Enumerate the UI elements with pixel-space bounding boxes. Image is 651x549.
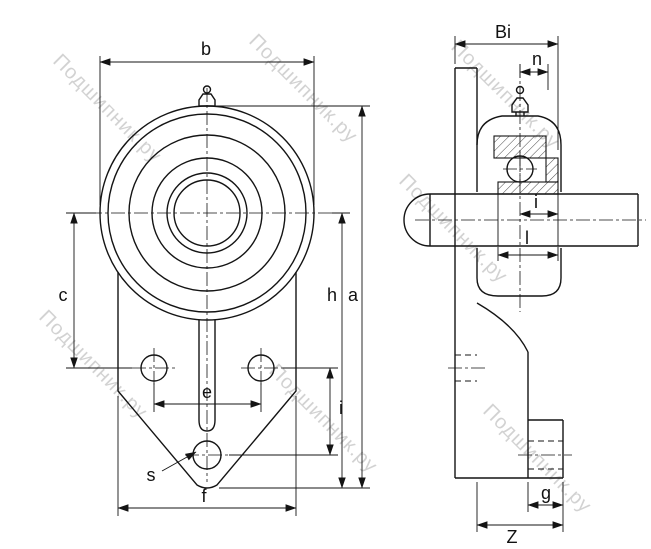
flange-outline bbox=[117, 272, 297, 489]
dim-label-b: b bbox=[201, 39, 211, 59]
housing-cap-lower bbox=[476, 248, 562, 297]
dim-f-extension bbox=[117, 396, 297, 516]
watermark-text: Подшипник.ру bbox=[264, 360, 382, 478]
side-view: Bi n i l g Z bbox=[403, 22, 646, 547]
bearing-seat-circle bbox=[128, 134, 286, 292]
housing-step-circle bbox=[107, 113, 307, 313]
dim-label-s: s bbox=[147, 465, 156, 485]
dim-label-e: e bbox=[202, 382, 212, 402]
bolt-hole-left-centerlines bbox=[132, 348, 176, 388]
bore-chamfer-circle bbox=[166, 172, 248, 254]
shaft-end-arc bbox=[403, 193, 431, 247]
support-rib bbox=[476, 302, 529, 353]
plate-hidden-hole bbox=[455, 354, 477, 382]
front-view: b c h a e i s f bbox=[59, 39, 370, 516]
grease-nipple-ball-side bbox=[515, 85, 525, 95]
watermark-text: Подшипник.ру bbox=[244, 30, 362, 148]
bore-circle bbox=[173, 179, 241, 247]
bottom-boss bbox=[527, 352, 564, 478]
inner-ring-collar bbox=[545, 157, 559, 183]
inner-ring-section bbox=[497, 181, 559, 195]
dim-label-h: h bbox=[327, 285, 337, 305]
dim-label-f: f bbox=[201, 486, 207, 506]
center-rib bbox=[198, 320, 216, 432]
watermark-text: Подшипник.ру bbox=[394, 170, 512, 288]
inner-ring-circle bbox=[151, 157, 263, 269]
bottom-boss-hidden-hole bbox=[528, 440, 563, 470]
dim-label-Z: Z bbox=[507, 527, 518, 547]
watermark-text: Подшипник.ру bbox=[48, 50, 166, 168]
watermark-text: Подшипник.ру bbox=[478, 400, 596, 518]
dim-l-extension bbox=[497, 247, 559, 261]
grease-nipple-body-side bbox=[511, 97, 529, 116]
dim-label-i-front: i bbox=[339, 398, 343, 418]
dim-label-c: c bbox=[59, 285, 68, 305]
bolt-hole-right-centerlines bbox=[241, 348, 283, 388]
watermark-text: Подшипник.ру bbox=[34, 306, 152, 424]
dim-label-a: a bbox=[348, 285, 359, 305]
inner-ring-faces bbox=[497, 194, 559, 246]
flange-plate bbox=[454, 67, 563, 479]
housing-cap-upper bbox=[476, 115, 562, 192]
ball-centerlines bbox=[503, 152, 537, 186]
dim-label-l: l bbox=[525, 228, 529, 248]
dim-label-i-side: i bbox=[534, 192, 538, 212]
dim-s-leader bbox=[161, 451, 197, 472]
grease-nipple-ball-front bbox=[202, 85, 212, 94]
dim-b-extension bbox=[99, 56, 315, 205]
dim-label-n: n bbox=[532, 49, 542, 69]
dim-label-Bi: Bi bbox=[495, 22, 511, 42]
dim-label-g: g bbox=[541, 483, 551, 503]
